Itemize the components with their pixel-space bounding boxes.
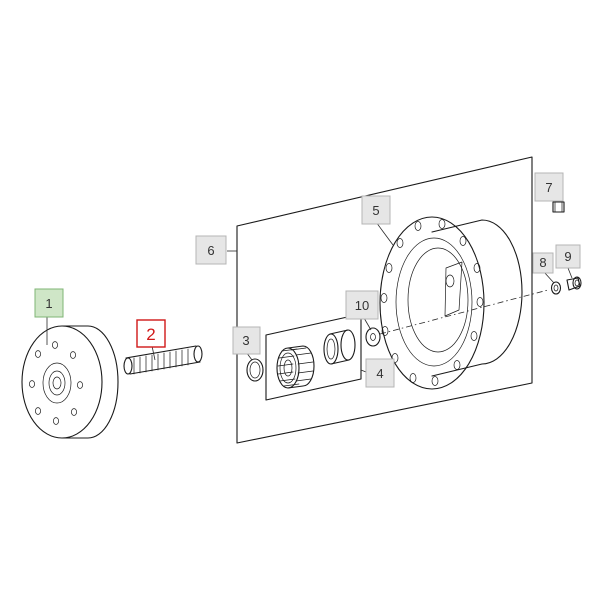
part-3-snap-ring[interactable]: [246, 358, 264, 382]
callout-10-label: 10: [355, 298, 369, 313]
callout-5-box: [361, 195, 391, 225]
callout-9-label: 9: [564, 249, 571, 264]
part-7-bolt[interactable]: [552, 201, 565, 213]
callout-9-box: [555, 244, 581, 269]
callout-9[interactable]: 9: [555, 244, 581, 269]
callout-4-label: 4: [376, 366, 383, 381]
part-2-splined-shaft[interactable]: [123, 345, 203, 375]
planet-gear[interactable]: [276, 345, 315, 389]
callout-3-box: [232, 326, 261, 355]
part-8-o-ring[interactable]: [550, 281, 562, 295]
callout-10[interactable]: 10: [345, 290, 379, 320]
part-1-hub-drum[interactable]: [21, 325, 119, 439]
callout-6-label: 6: [207, 243, 214, 258]
leader-lines: [46, 198, 573, 373]
callout-8[interactable]: 8: [532, 252, 554, 274]
bearing-sleeve[interactable]: [323, 329, 356, 365]
callout-10-box: [345, 290, 379, 320]
callout-8-box: [532, 252, 554, 274]
callout-1-label: 1: [45, 296, 52, 311]
callout-3[interactable]: 3: [232, 326, 261, 355]
callout-7-box: [534, 172, 564, 202]
callout-1-box: [34, 288, 64, 318]
part-5-housing[interactable]: [379, 216, 523, 390]
callout-5-label: 5: [372, 203, 379, 218]
callout-2-box: [136, 319, 166, 348]
callout-3-label: 3: [242, 333, 249, 348]
callout-4[interactable]: 4: [365, 358, 395, 388]
callout-4-box: [365, 358, 395, 388]
callout-1[interactable]: 1: [34, 288, 64, 318]
assembly-panel-outline: [236, 156, 533, 444]
callout-5[interactable]: 5: [361, 195, 391, 225]
part-9-plug[interactable]: [566, 276, 582, 291]
callout-7[interactable]: 7: [534, 172, 564, 202]
part-4-kit-box: [265, 313, 362, 401]
callout-2-label: 2: [146, 325, 155, 344]
callout-2[interactable]: 2: [136, 319, 166, 348]
callout-6-box: [195, 235, 227, 265]
callout-8-label: 8: [539, 255, 546, 270]
callout-7-label: 7: [545, 180, 552, 195]
callout-6[interactable]: 6: [195, 235, 227, 265]
part-10-washer[interactable]: [365, 327, 381, 347]
centre-axis-line: [379, 289, 549, 335]
